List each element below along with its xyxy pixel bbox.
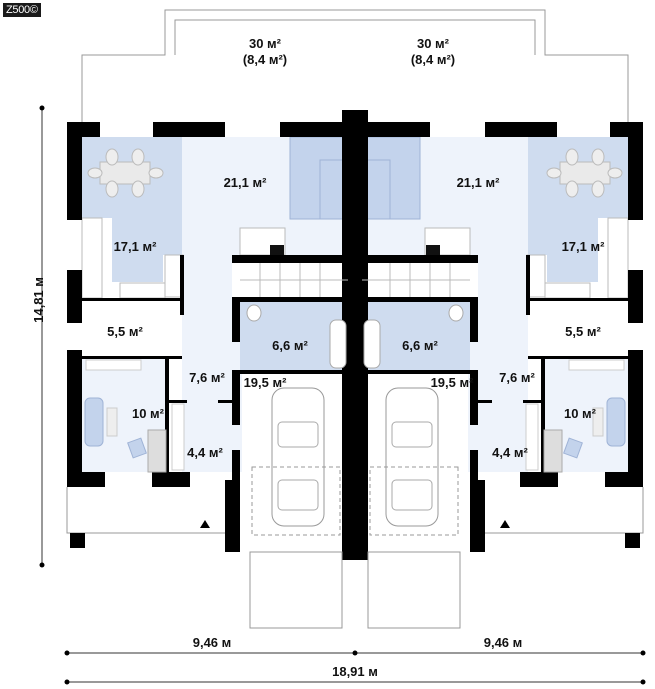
dimension-half-widths: 9,46 м 9,46 м (64, 635, 646, 656)
unit-left-plan (66, 9, 363, 629)
room-area-hall: 7,6 м² (499, 370, 535, 385)
room-area-entrance: 4,4 м² (492, 445, 528, 460)
dimension-total-width: 18,91 м (64, 664, 646, 685)
room-area-terrace: 30 м² (417, 36, 450, 51)
room-area-utility: 5,5 м² (107, 324, 143, 339)
room-area-bathroom: 6,6 м² (402, 338, 438, 353)
dimension-depth: 14,81 м (31, 105, 46, 568)
room-area-garage: 19,5 м² (244, 375, 288, 390)
room-area-hall: 7,6 м² (189, 370, 225, 385)
room-area-terrace-covered: (8,4 м²) (411, 52, 455, 67)
room-area-living: 21,1 м² (457, 175, 501, 190)
room-area-bedroom: 10 м² (564, 406, 597, 421)
room-area-living: 21,1 м² (224, 175, 268, 190)
dimension-right-width: 9,46 м (484, 635, 523, 650)
room-area-terrace: 30 м² (249, 36, 282, 51)
room-area-bedroom: 10 м² (132, 406, 165, 421)
dimension-left-width: 9,46 м (193, 635, 232, 650)
z500-logo: Z500© (3, 3, 41, 17)
room-area-kitchen-dining: 17,1 м² (114, 239, 158, 254)
room-area-entrance: 4,4 м² (187, 445, 223, 460)
dimension-total-width-label: 18,91 м (332, 664, 378, 679)
room-area-utility: 5,5 м² (565, 324, 601, 339)
unit-right-plan (347, 9, 644, 629)
room-area-bathroom: 6,6 м² (272, 338, 308, 353)
room-area-garage: 19,5 м² (431, 375, 475, 390)
room-area-kitchen-dining: 17,1 м² (562, 239, 606, 254)
room-area-terrace-covered: (8,4 м²) (243, 52, 287, 67)
dimension-depth-label: 14,81 м (31, 277, 46, 323)
